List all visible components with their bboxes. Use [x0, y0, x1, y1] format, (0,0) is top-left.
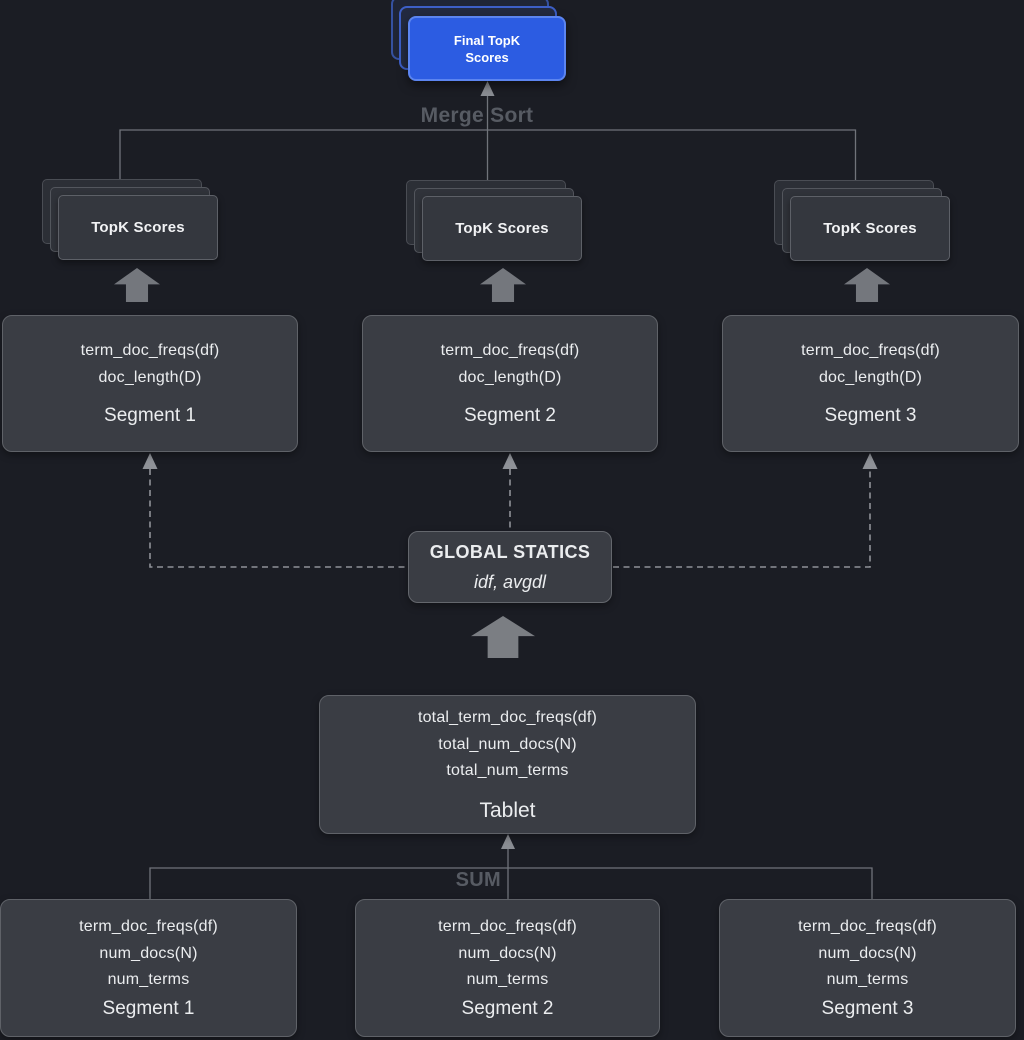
merge-sort-wires — [119, 96, 857, 181]
stat-line: doc_length(D) — [818, 368, 923, 386]
segment-name: Segment 3 — [824, 405, 917, 426]
stat-line: term_doc_freqs(df) — [80, 342, 220, 359]
stat-line: num_terms — [107, 971, 190, 989]
segment-counts-node-1: term_doc_freqs(df) num_docs(N) num_terms… — [0, 899, 297, 1037]
stat-line: num_docs(N) — [818, 944, 917, 962]
sum-arrowhead-icon — [501, 834, 515, 849]
stat-line: term_doc_freqs(df) — [79, 918, 218, 936]
stat-line: term_doc_freqs(df) — [438, 918, 577, 936]
segment-stats-node-2: term_doc_freqs(df) doc_length(D) Segment… — [362, 315, 658, 452]
segment-name: Segment 2 — [461, 997, 554, 1019]
topk-card-1: TopK Scores — [58, 195, 218, 260]
segment-name: Segment 1 — [104, 405, 196, 426]
sum-wires — [149, 849, 873, 899]
stat-line: term_doc_freqs(df) — [801, 342, 940, 359]
stat-line: doc_length(D) — [98, 368, 202, 386]
segment-name: Segment 3 — [821, 997, 914, 1019]
merge-arrowhead-icon — [480, 81, 495, 96]
topk-label: TopK Scores — [455, 220, 549, 237]
global-statics-dashed-wires — [149, 469, 871, 568]
topk-card-3: TopK Scores — [790, 196, 950, 261]
segment-counts-node-3: term_doc_freqs(df) num_docs(N) num_terms… — [719, 899, 1016, 1037]
stat-line: num_terms — [466, 971, 549, 989]
stat-line: total_num_docs(N) — [438, 735, 577, 753]
stat-line: total_num_terms — [446, 762, 569, 780]
tablet-node: total_term_doc_freqs(df) total_num_docs(… — [319, 695, 696, 834]
topk-label: TopK Scores — [91, 219, 185, 236]
stat-line: total_term_doc_freqs(df) — [417, 709, 598, 727]
segment-counts-node-2: term_doc_freqs(df) num_docs(N) num_terms… — [355, 899, 660, 1037]
segment-name: Segment 1 — [102, 997, 195, 1019]
global-statics-values: idf, avgdl — [473, 572, 547, 592]
segment-stats-node-3: term_doc_freqs(df) doc_length(D) Segment… — [722, 315, 1019, 452]
merge-sort-label: Merge Sort — [420, 104, 534, 127]
dashed-arrowhead-icons — [142, 453, 878, 469]
sum-label: SUM — [455, 869, 501, 891]
stat-line: num_docs(N) — [458, 944, 557, 962]
final-topk-card: Final TopK Scores — [408, 16, 566, 81]
global-statics-node: GLOBAL STATICS idf, avgdl — [408, 531, 612, 603]
tablet-name: Tablet — [479, 798, 536, 822]
topk-card-2: TopK Scores — [422, 196, 582, 261]
stat-line: term_doc_freqs(df) — [440, 342, 580, 359]
stat-line: num_terms — [826, 971, 909, 989]
segment-stats-node-1: term_doc_freqs(df) doc_length(D) Segment… — [2, 315, 298, 452]
global-statics-title: GLOBAL STATICS — [429, 542, 591, 562]
segment-name: Segment 2 — [464, 405, 556, 426]
stat-line: doc_length(D) — [458, 368, 562, 386]
stat-line: num_docs(N) — [99, 944, 198, 962]
final-topk-label: Final TopK Scores — [453, 32, 521, 65]
topk-label: TopK Scores — [823, 220, 917, 237]
stat-line: term_doc_freqs(df) — [798, 918, 937, 936]
